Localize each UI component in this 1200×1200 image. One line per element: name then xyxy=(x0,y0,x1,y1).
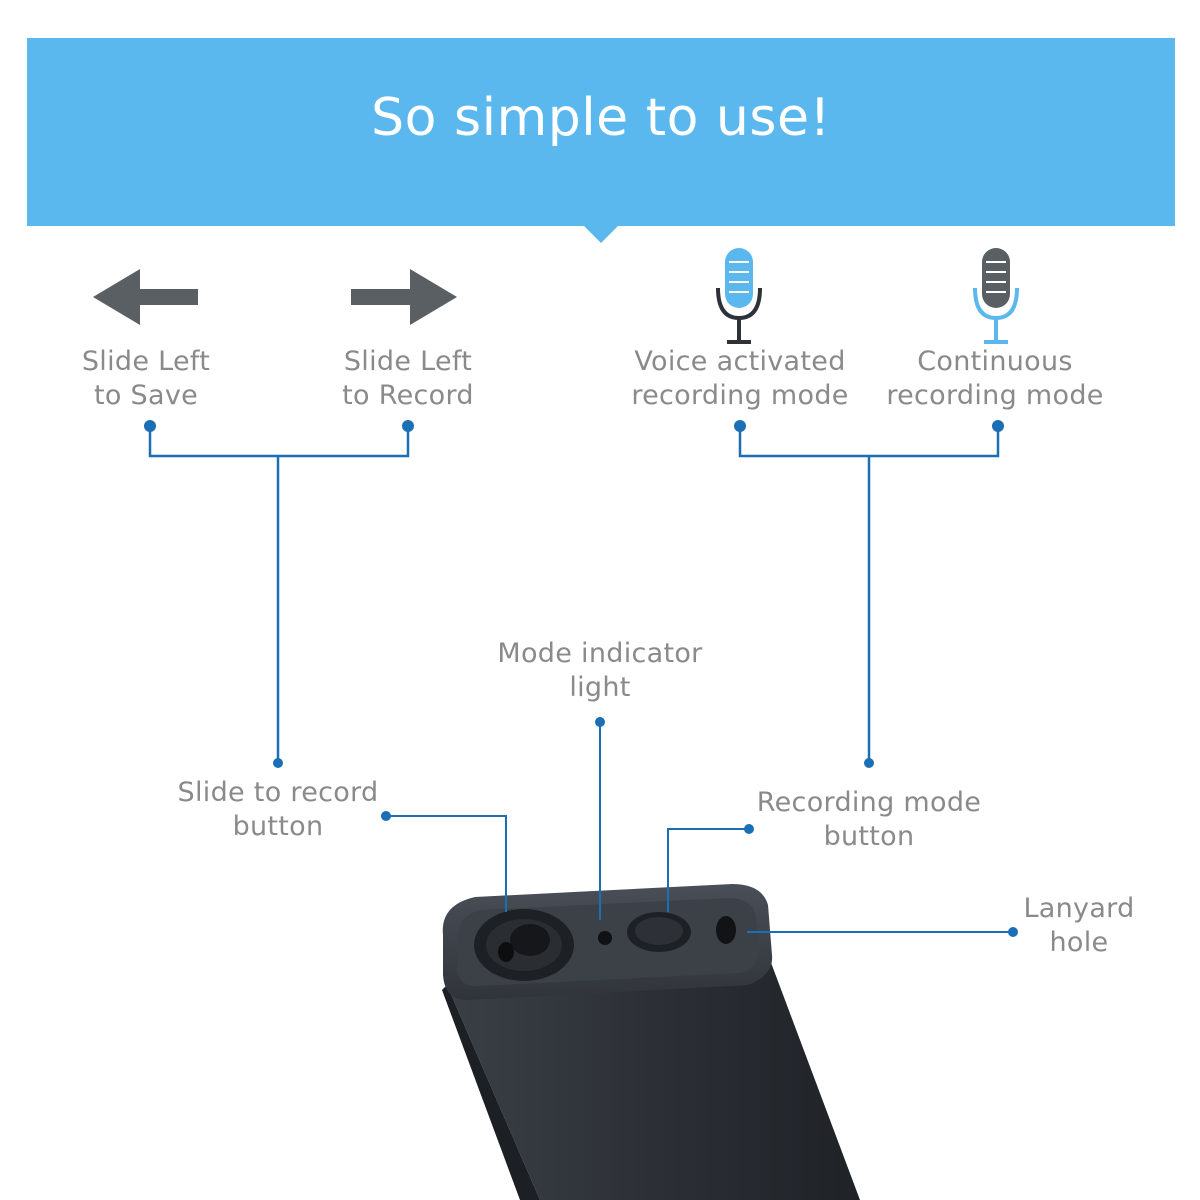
mode-button-label: Recording mode button xyxy=(756,787,982,852)
banner-pointer xyxy=(584,226,618,243)
header-banner xyxy=(27,38,1175,226)
connector-dot xyxy=(144,420,156,432)
indicator-label: Mode indicator light xyxy=(497,638,703,703)
connector-dot xyxy=(273,758,283,768)
connector-dot xyxy=(864,758,874,768)
microphone-icon xyxy=(716,248,762,344)
lanyard-label: Lanyard hole xyxy=(1023,893,1135,958)
device-connectors xyxy=(386,722,1013,933)
lanyard-hole xyxy=(716,916,736,944)
slide-connector xyxy=(148,426,410,763)
arrow-right-icon xyxy=(351,269,457,325)
slide-button-label: Slide to record button xyxy=(177,777,379,842)
continuous-mode-label: Continuous recording mode xyxy=(886,346,1104,411)
indicator-light xyxy=(598,931,612,945)
connector-dot xyxy=(595,717,605,727)
microphone-icon xyxy=(973,248,1019,344)
connector-dot xyxy=(381,811,391,821)
arrow-left-icon xyxy=(93,269,198,325)
slide-record-label: Slide Left to Record xyxy=(342,346,474,411)
connector-dot xyxy=(734,420,746,432)
connector-dot xyxy=(1008,927,1018,937)
slide-save-label: Slide Left to Save xyxy=(81,346,211,411)
connector-dot xyxy=(402,420,414,432)
voice-recorder-device xyxy=(442,884,860,1200)
connector-dot xyxy=(992,420,1004,432)
mode-connector xyxy=(738,426,1000,763)
connector-dot xyxy=(744,824,754,834)
page-title: So simple to use! xyxy=(371,88,831,148)
voice-mode-label: Voice activated recording mode xyxy=(631,346,849,411)
